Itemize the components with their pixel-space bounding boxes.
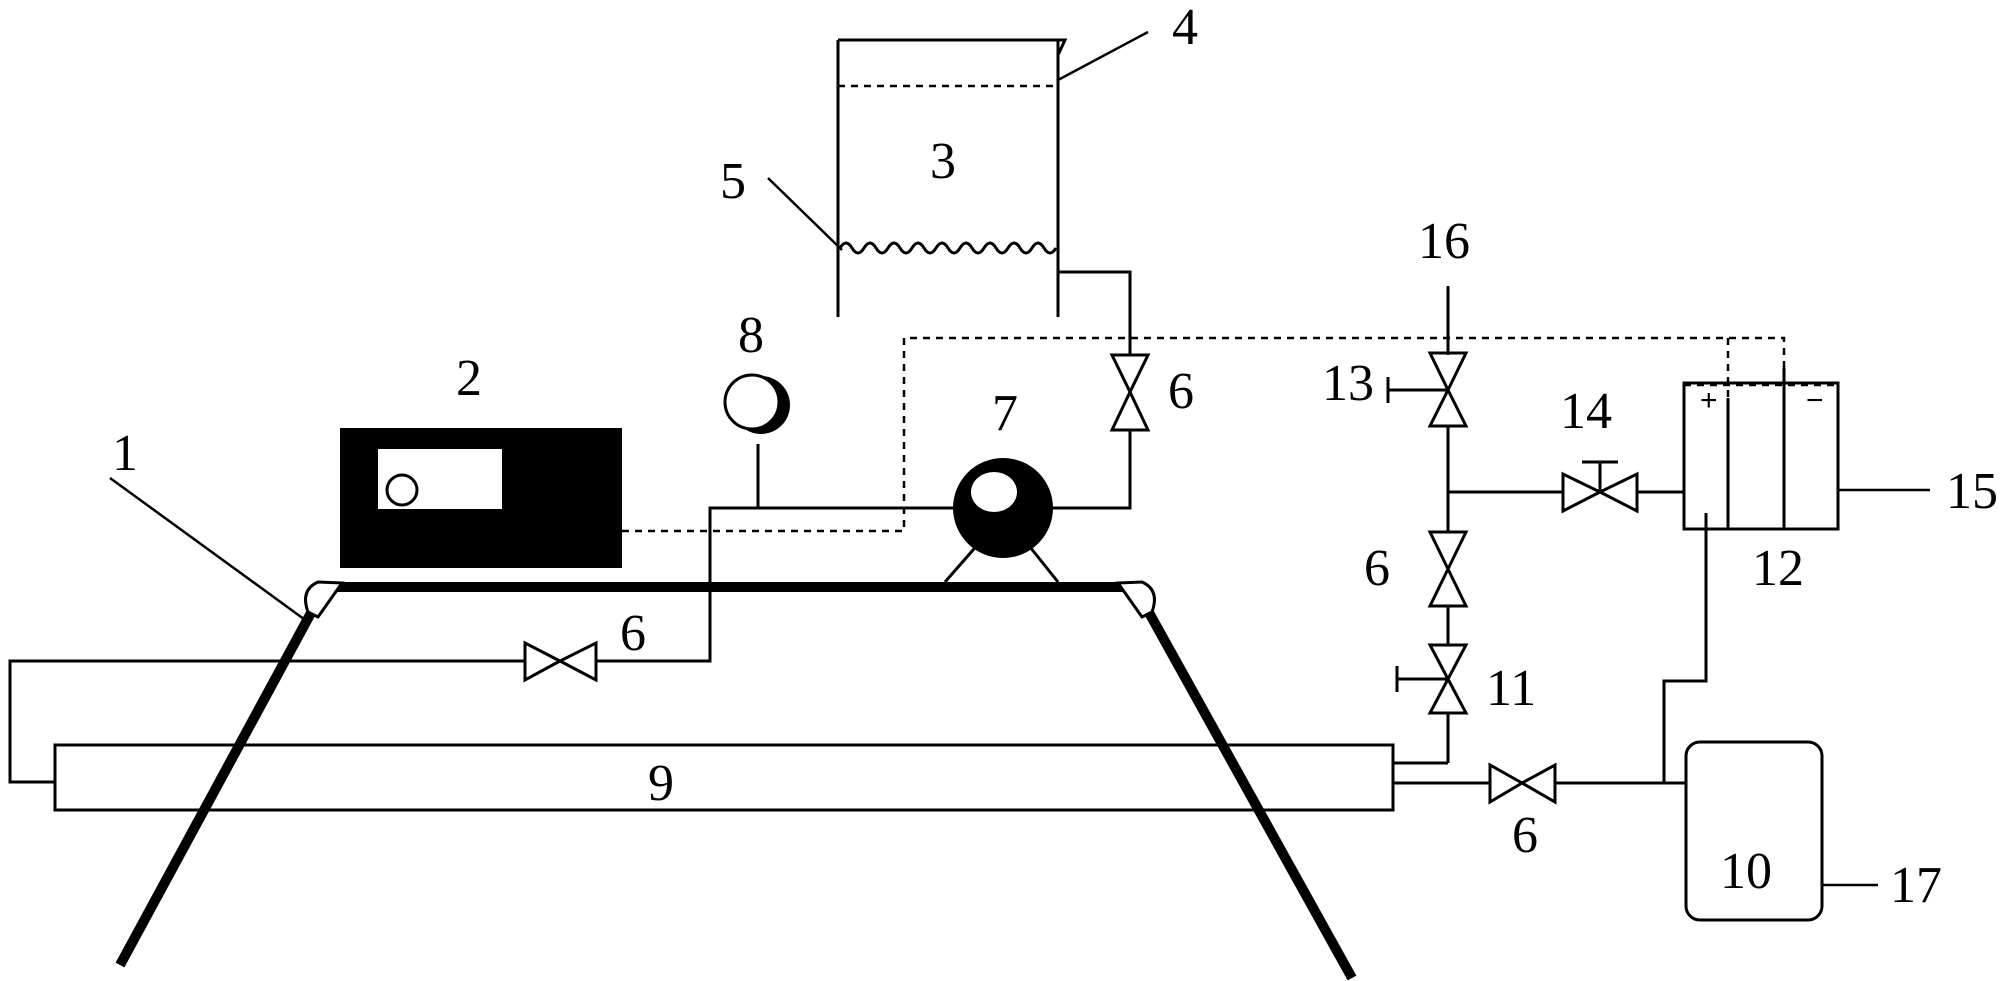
pressure-gauge <box>723 373 790 434</box>
controller-knob <box>385 473 419 507</box>
label-15: 15 <box>1946 463 1998 520</box>
valve-6-left <box>523 640 598 683</box>
left-rail-clip <box>304 580 345 619</box>
label-6-left: 6 <box>620 605 646 662</box>
controller-box <box>340 428 622 568</box>
positive-mark: + <box>1700 384 1718 417</box>
collection-box <box>1684 740 1824 922</box>
track-frame <box>115 580 1357 981</box>
main-pipe <box>53 743 1395 812</box>
valve-6-bottom <box>1488 762 1557 805</box>
label-7: 7 <box>992 385 1018 442</box>
label-14: 14 <box>1560 383 1612 440</box>
label-9: 9 <box>648 755 674 812</box>
right-rail-clip <box>1115 580 1156 619</box>
label-3: 3 <box>930 133 956 190</box>
electrolyzer: + − <box>1682 368 1840 531</box>
label-13: 13 <box>1322 355 1374 412</box>
pump <box>953 458 1053 558</box>
component-labels: 1 2 3 4 5 6 6 6 6 7 8 9 10 11 12 13 14 1… <box>112 0 1998 914</box>
label-17: 17 <box>1890 857 1942 914</box>
label-16: 16 <box>1418 213 1470 270</box>
valve-6-top <box>1109 353 1151 432</box>
label-6-mid: 6 <box>1364 540 1390 597</box>
valve-11 <box>1395 643 1469 715</box>
leader-lines <box>109 30 1930 887</box>
valve-6-mid <box>1427 530 1469 608</box>
label-8: 8 <box>738 307 764 364</box>
label-10: 10 <box>1720 843 1772 900</box>
label-4: 4 <box>1172 0 1198 56</box>
label-1: 1 <box>112 425 138 482</box>
label-6-top: 6 <box>1168 363 1194 420</box>
valve-13 <box>1386 351 1469 428</box>
label-6-bottom: 6 <box>1512 807 1538 864</box>
label-5: 5 <box>720 153 746 210</box>
valve-14 <box>1561 460 1639 514</box>
tank-screen <box>838 241 1058 255</box>
label-11: 11 <box>1486 660 1536 717</box>
water-tank <box>836 38 1068 317</box>
label-12: 12 <box>1752 540 1804 597</box>
piping <box>8 270 1708 785</box>
negative-mark: − <box>1806 384 1824 417</box>
label-2: 2 <box>456 350 482 407</box>
